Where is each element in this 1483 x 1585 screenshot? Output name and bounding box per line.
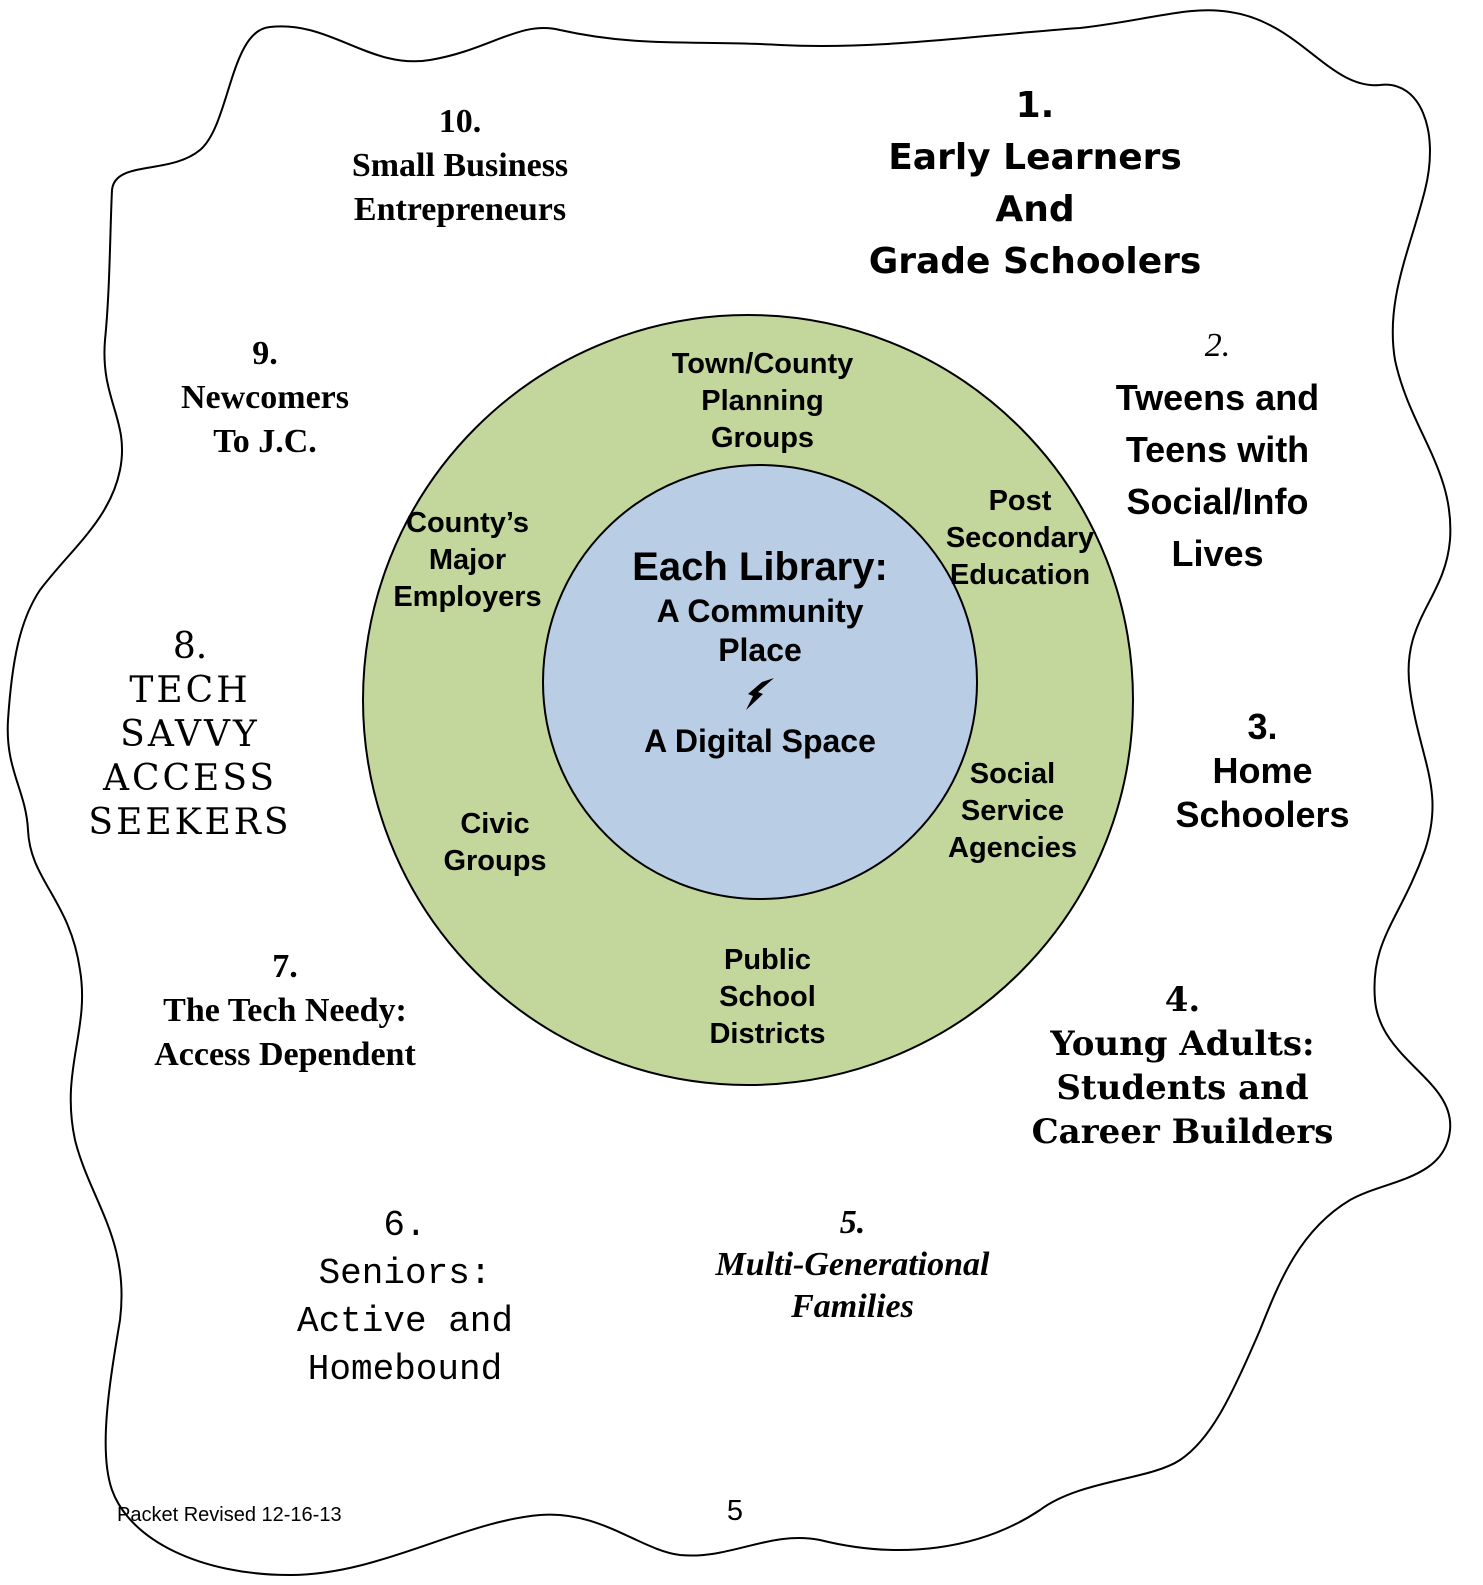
segment-5-multi-generational: 5. Multi-Generational Families [680,1202,1025,1328]
ring-line: Planning [701,385,824,417]
ring-label-public-schools: Public School Districts [690,942,845,1053]
segment-line: The Tech Needy: [163,992,407,1029]
ring-line: Employers [393,581,542,613]
segment-line: Small Business [351,147,569,184]
ring-line: Service [960,795,1065,827]
segment-number: 5. [839,1204,866,1241]
segment-3-home-schoolers: 3. Home Schoolers [1150,705,1375,837]
outer-wavy-border [6,9,1452,1577]
center-title: Each Library: [632,545,888,589]
segment-line: Tweens and [1115,377,1320,418]
ring-label-civic-groups: Civic Groups [425,806,565,880]
page-number: 5 [726,1495,744,1527]
segment-number: 7. [272,948,298,985]
segment-4-young-adults: 4. Young Adults: Students and Career Bui… [1010,978,1355,1154]
ring-label-post-secondary: Post Secondary Education [925,483,1115,594]
segment-line: Families [791,1288,914,1325]
segment-9-newcomers: 9. Newcomers To J.C. [140,332,390,464]
segment-line: Tech [129,670,251,711]
segment-7-tech-needy: 7. The Tech Needy: Access Dependent [125,945,445,1077]
segment-number: 1. [1015,85,1055,126]
lightning-bolt-icon [600,670,920,722]
segment-2-tweens-teens: 2. Tweens and Teens with Social/Info Liv… [1075,320,1360,580]
segment-line: Newcomers [180,379,350,416]
segment-line: Seniors: [318,1253,492,1294]
ring-line: Civic [460,808,530,840]
segment-line: Homebound [307,1349,503,1390]
ring-line: County’s [406,507,529,539]
ring-line: Agencies [948,832,1077,864]
segment-line: Career Builders [1031,1112,1334,1152]
ring-line: Groups [710,422,815,454]
segment-number: 10. [438,103,482,140]
segment-10-small-business: 10. Small Business Entrepreneurs [300,100,620,232]
segment-line: Multi-Generational [715,1246,990,1283]
segment-line: Students and [1056,1068,1309,1108]
center-line: A Digital Space [644,723,876,759]
segment-line: Teens with [1125,429,1310,470]
segment-8-tech-savvy: 8. Tech Savvy Access Seekers [60,625,320,845]
segment-line: Young Adults: [1050,1024,1315,1064]
ring-line: Town/County [671,348,854,380]
segment-line: Entrepreneurs [353,191,567,228]
segment-line: Access [102,758,278,799]
ring-line: Public [723,944,811,976]
ring-line: Social [969,758,1056,790]
ring-label-county-employers: County’s Major Employers [380,505,555,616]
center-line: A Community [656,593,864,629]
ring-line: Secondary [945,522,1095,554]
segment-line: To J.C. [213,423,317,460]
ring-line: School [719,981,816,1013]
segment-line: And [995,189,1075,230]
ring-label-town-county: Town/County Planning Groups [640,346,885,457]
ring-line: Groups [443,845,547,877]
segment-line: Active and [296,1301,514,1342]
ring-label-social-service: Social Service Agencies [930,756,1095,867]
segment-number: 4. [1164,980,1201,1020]
segment-number: 9. [252,335,278,372]
segment-line: Seekers [88,802,292,843]
center-line: Place [718,632,802,668]
center-library-label: Each Library: A Community Place A Digita… [600,542,920,760]
segment-line: Access Dependent [154,1036,416,1073]
ring-line: Post [988,485,1052,517]
segment-number: 3. [1247,706,1278,747]
segment-line: Grade Schoolers [868,241,1202,282]
ring-line: Districts [709,1018,826,1050]
segment-number: 8. [172,626,208,667]
segment-line: Savvy [120,714,260,755]
ring-line: Major [428,544,507,576]
segment-line: Lives [1171,533,1264,574]
segment-line: Home [1212,750,1313,791]
library-center-circle [542,464,978,900]
segment-6-seniors: 6. Seniors: Active and Homebound [285,1202,525,1394]
segment-line: Early Learners [888,137,1182,178]
segment-line: Social/Info [1126,481,1309,522]
segment-number: 2. [1204,327,1231,364]
segment-line: Schoolers [1175,794,1350,835]
ring-line: Education [949,559,1091,591]
footer-revision-note: Packet Revised 12-16-13 [117,1504,342,1526]
segment-1-early-learners: 1. Early Learners And Grade Schoolers [860,80,1210,288]
segment-number: 6. [383,1205,427,1246]
